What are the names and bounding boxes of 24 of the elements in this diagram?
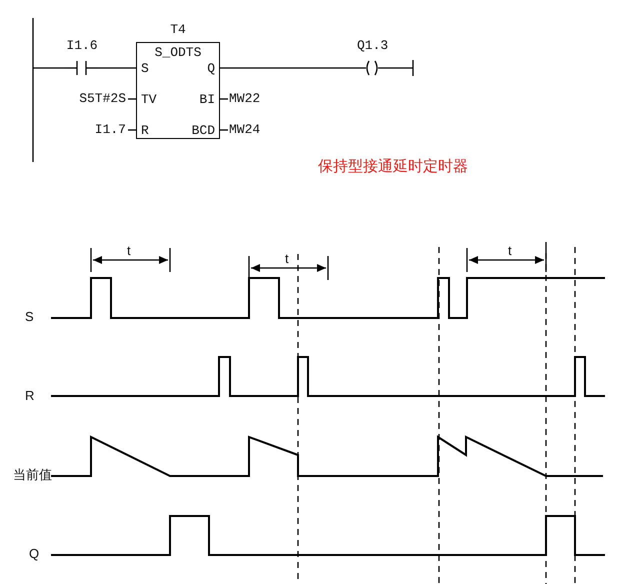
- pin-name: BI: [199, 92, 215, 108]
- pin-name: Q: [207, 61, 215, 77]
- signal-name: S: [25, 309, 34, 325]
- operand-label: MW22: [229, 91, 260, 107]
- timer-number: T4: [169, 22, 187, 38]
- operand-label: MW24: [229, 122, 260, 138]
- signal-name: 当前值: [13, 467, 52, 483]
- pin-name: R: [141, 123, 149, 139]
- signal-name: Q: [29, 546, 40, 562]
- operand-label: I1.6: [66, 38, 98, 54]
- operand-label: Q1.3: [357, 38, 387, 54]
- caption-text: 保持型接通延时定时器: [318, 158, 468, 176]
- operand-label: S5T#2S: [78, 91, 126, 107]
- rung-wire: [98, 67, 136, 69]
- pin-name: TV: [141, 92, 157, 108]
- pin-name: S: [141, 61, 149, 77]
- operand-label: I1.7: [94, 122, 126, 138]
- block-type: S_ODTS: [154, 45, 202, 61]
- time-label: t: [508, 243, 512, 259]
- rung-wire: [220, 67, 357, 69]
- time-label: t: [285, 251, 289, 267]
- signal-name: R: [25, 388, 34, 404]
- time-label: t: [127, 243, 131, 259]
- pin-name: BCD: [192, 123, 215, 139]
